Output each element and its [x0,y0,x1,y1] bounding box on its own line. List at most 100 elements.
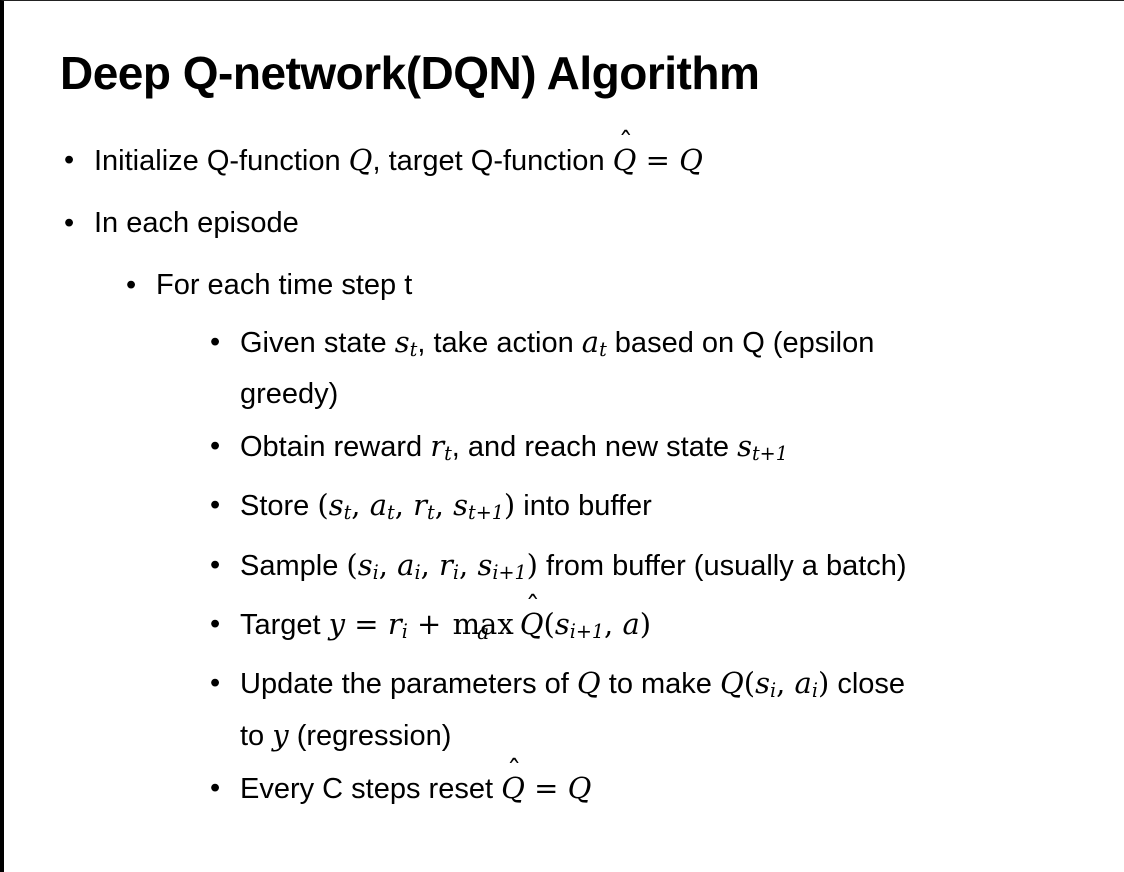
bullet-marker: • [210,607,221,640]
math-run: Q [348,142,373,177]
bullet-item: greedy) [60,372,1090,417]
text-run: into buffer [515,490,652,523]
math-run: + [407,606,451,641]
hat-mark: ˆ [506,754,522,789]
slide-title: Deep Q-network(DQN) Algorithm [60,47,760,99]
math-run: s [477,547,493,582]
text-run: Update the parameters of [240,667,577,700]
bullet-text: to y (regression) [240,713,1090,759]
math-run: s [328,488,344,523]
text-run: Given state [240,326,395,359]
math-run: s [755,665,770,700]
hat-mark: ˆ [525,590,541,625]
math-run: t [444,442,452,466]
bullet-text: greedy) [240,372,1090,417]
text-run: from buffer (usually a batch) [538,549,907,582]
slide: Deep Q-network(DQN) Algorithm • Initializ… [4,1,1124,812]
math-run: t+1 [468,501,504,525]
math-run: , [459,547,478,582]
math-run: a [397,547,415,582]
bullet-marker: • [64,206,75,239]
bullet-marker: • [210,489,221,522]
math-run: a [622,606,640,641]
math-run: , [351,488,370,523]
bullet-marker: • [210,430,221,463]
math-run: a [369,488,388,523]
math-run: s [453,488,469,523]
bullet-item: • Store (st, at, rt, st+1) into buffer [60,483,1090,535]
math-run: , [394,488,414,523]
text-run: greedy) [240,378,339,411]
math-run: i+1 [492,560,527,584]
text-run: Target [240,608,329,641]
text-run: In each episode [94,206,299,239]
math-run: s [554,606,570,641]
math-run: Q [576,665,601,700]
bullet-marker: • [210,666,221,699]
math-run: s [394,324,410,359]
math-run: t [343,501,352,525]
math-run: , [776,665,795,700]
math-run: ) [817,665,830,700]
math-run: r [387,606,402,641]
math-run: t+1 [752,442,788,466]
bullet-item: • Initialize Q-function Q, target Q-funct… [60,129,1090,184]
bullet-text: Update the parameters of Q to make Q(si,… [240,661,1090,713]
text-run: Sample [240,549,347,582]
text-run: , take action [417,326,582,359]
text-run: , and reach new state [451,431,738,464]
text-run: Obtain reward [240,431,431,464]
bullet-item: • In each episode [60,201,1090,246]
bullet-marker [210,713,240,759]
math-run: ) [526,547,538,582]
bullet-marker: • [210,548,221,581]
math-run: = [524,771,568,806]
bullet-item: • Obtain reward rt, and reach new state s… [60,424,1090,476]
math-run: ( [743,665,756,700]
math-run: t [599,338,607,362]
math-run: , [434,488,454,523]
bullet-text: Store (st, at, rt, st+1) into buffer [240,483,1090,535]
text-run: , target Q-function [372,144,613,177]
math-run: y [328,606,346,641]
text-run: (regression) [288,720,452,753]
math-run: s [737,429,752,464]
text-run: Every C steps reset [240,773,502,806]
math-run: r [439,547,453,582]
bullet-item: to y (regression) [60,713,1090,759]
text-run: Initialize Q-function [94,144,349,177]
math-run: s [357,547,373,582]
math-run: r [430,429,445,464]
math-run: Q [567,771,592,806]
math-run: ) [503,488,516,523]
math-run: t [409,338,418,362]
hat-mark: ˆ [618,126,633,161]
bullet-item: •Given state st, take action at based on… [60,320,1090,372]
text-run: close [829,667,906,700]
math-run: r [413,488,428,523]
bullet-marker [210,372,240,417]
math-run: ( [346,547,358,582]
text-run: to [240,720,273,753]
math-run: = [636,142,680,177]
underop-subscript: a [477,620,490,645]
bullet-text: Sample (si, ai, ri, si+1) from buffer (u… [240,543,1090,595]
math-run: a [581,324,600,359]
text-run: to make [600,667,720,700]
math-run: t [427,501,435,525]
math-run: i [414,560,421,584]
math-run: i [401,619,408,643]
bullet-item: •Update the parameters of Q to make Q(si… [60,661,1090,713]
bullet-marker: • [210,772,221,805]
text-run: based on Q (epsilon [606,326,875,359]
math-run: i [452,560,460,584]
bullet-marker: • [64,143,75,176]
bullet-text: Obtain reward rt, and reach new state st… [240,424,1090,476]
text-run: Store [240,490,318,523]
math-run: i [372,560,379,584]
